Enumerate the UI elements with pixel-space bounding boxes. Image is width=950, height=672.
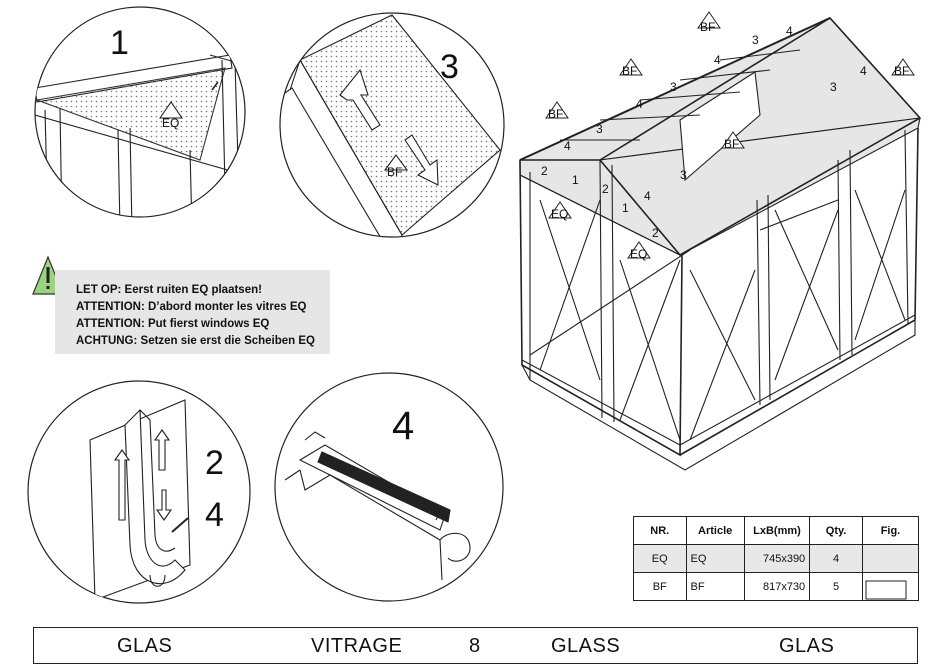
detail-label-eq: EQ: [162, 116, 180, 130]
cell-article: BF: [685, 572, 745, 601]
footer-bar: GLAS VITRAGE 8 GLASS GLAS: [33, 627, 918, 664]
cell-fig: [861, 544, 920, 573]
gable-label-eq-right: EQ: [630, 247, 648, 261]
warning-line-en: ATTENTION: Put fierst windows EQ: [76, 318, 270, 330]
roof-num-3-d: 3: [596, 122, 603, 136]
roof-num-3-a: 3: [752, 33, 759, 47]
cell-fig: [861, 572, 920, 601]
cell-size: 817x730: [743, 572, 811, 601]
gable-num-4-f: 4: [644, 189, 651, 203]
roof-num-3-c: 3: [830, 80, 837, 94]
table-row: BF BF 817x730 5: [633, 572, 920, 601]
gable-num-2-b: 2: [602, 182, 609, 196]
cell-nr: EQ: [633, 544, 687, 573]
table-row: EQ EQ 745x390 4: [633, 544, 920, 573]
cell-qty: 5: [809, 572, 863, 601]
step-number-1: 1: [110, 24, 129, 62]
header-qty: Qty.: [809, 516, 863, 545]
cell-article: EQ: [685, 544, 745, 573]
detail-label-bf: BF: [387, 165, 403, 179]
warning-line-de: ACHTUNG: Setzen sie erst die Scheiben EQ: [76, 335, 316, 347]
roof-num-3-e: 3: [680, 168, 687, 182]
gable-num-1-a: 1: [572, 173, 579, 187]
roof-num-4-c: 4: [860, 64, 867, 78]
cell-nr: BF: [633, 572, 687, 601]
footer-glas-nl: GLAS: [117, 635, 173, 657]
footer-vitrage: VITRAGE: [311, 635, 403, 657]
parts-table: NR. Article LxB(mm) Qty. Fig. EQ EQ 745x…: [633, 516, 920, 601]
detail-circle-1: [34, 6, 246, 218]
detail-circle-3: [279, 12, 505, 238]
cell-size: 745x390: [743, 544, 811, 573]
greenhouse-drawing: [519, 16, 922, 471]
warning-line-fr: ATTENTION: D’abord monter les vitres EQ: [76, 301, 307, 313]
roof-label-bf-right: BF: [894, 64, 910, 78]
roof-num-4-a: 4: [786, 24, 793, 38]
roof-num-4-b: 4: [714, 53, 721, 67]
detail-circle-clip: [27, 380, 251, 604]
step-number-4: 4: [205, 496, 224, 534]
roof-num-4-d: 4: [636, 97, 643, 111]
roof-num-3-b: 3: [670, 80, 677, 94]
roof-label-bf-left: BF: [622, 64, 638, 78]
header-fig: Fig.: [861, 516, 920, 545]
gable-num-2-c: 2: [652, 226, 659, 240]
gable-num-1-b: 1: [622, 201, 629, 215]
cell-qty: 4: [809, 544, 863, 573]
footer-glas-de: GLAS: [779, 635, 835, 657]
pane-markers: [545, 11, 915, 259]
header-size: LxB(mm): [743, 516, 811, 545]
roof-label-bf-top: BF: [700, 20, 716, 34]
gable-num-2-a: 2: [541, 164, 548, 178]
roof-label-bf-front: BF: [548, 107, 564, 121]
footer-page-number: 8: [469, 635, 481, 657]
step-number-4-ridge: 4: [392, 404, 415, 448]
detail-circle-ridge: [274, 372, 504, 602]
gable-label-eq-left: EQ: [551, 207, 569, 221]
warning-text: LET OP: Eerst ruiten EQ plaatsen! ATTENT…: [76, 282, 315, 350]
parts-table-header: NR. Article LxB(mm) Qty. Fig.: [633, 516, 920, 545]
step-number-3: 3: [440, 48, 459, 86]
warning-box: [55, 270, 330, 354]
header-nr: NR.: [633, 516, 687, 545]
footer-glass: GLASS: [551, 635, 621, 657]
roof-num-4-e: 4: [564, 139, 571, 153]
roof-label-bf-vent: BF: [724, 137, 740, 151]
header-article: Article: [685, 516, 745, 545]
step-number-2: 2: [205, 444, 224, 482]
warning-line-nl: LET OP: Eerst ruiten EQ plaatsen!: [76, 284, 262, 296]
